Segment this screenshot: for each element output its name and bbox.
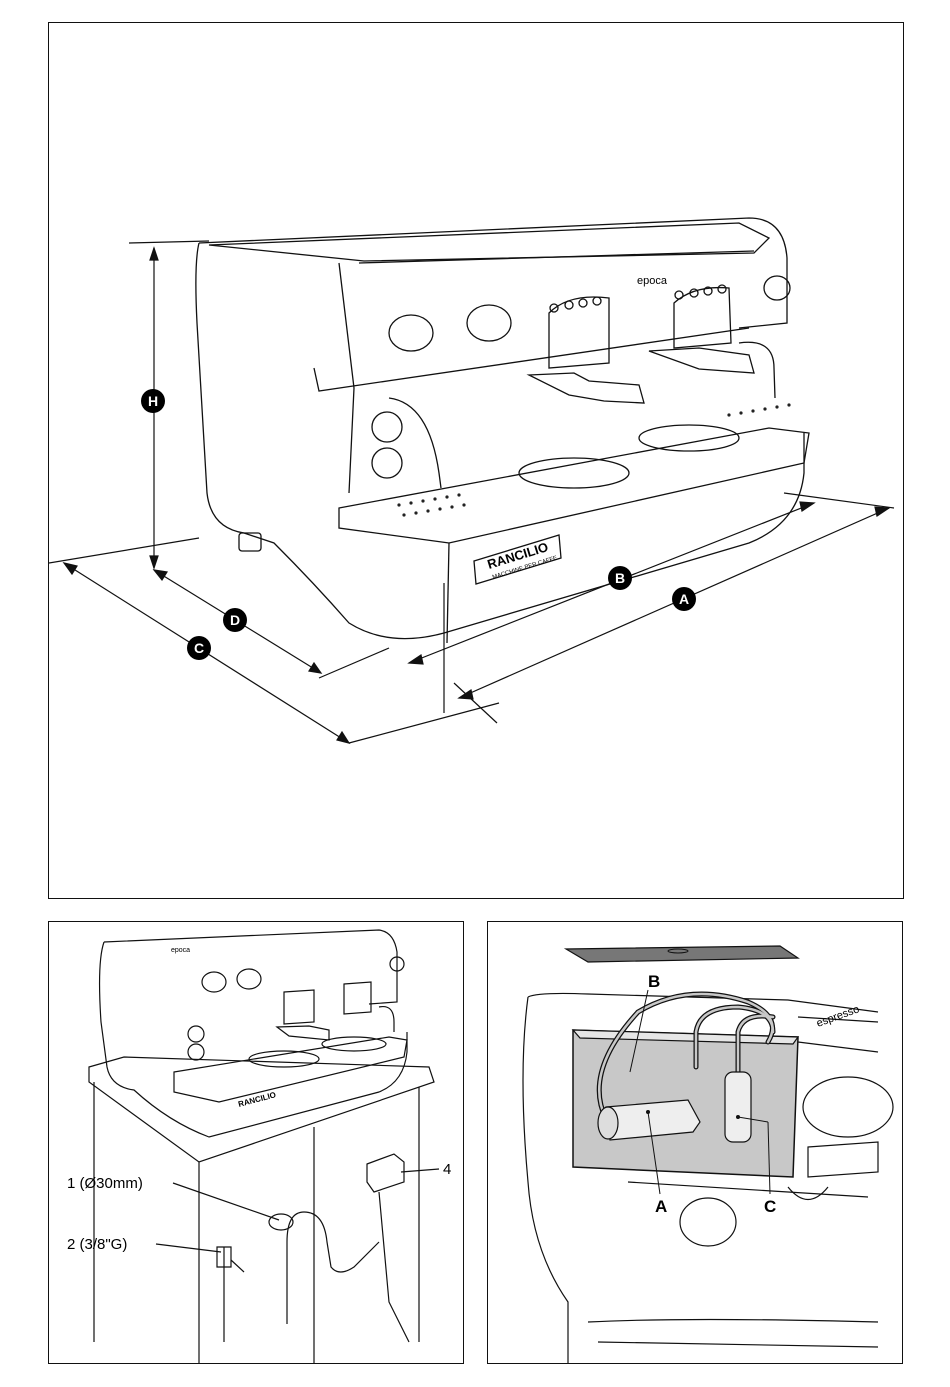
callout-electrical: 4 [443, 1161, 451, 1178]
svg-text:C: C [194, 640, 204, 656]
dimension-badge-a: A [672, 587, 696, 611]
water-tank-diagram-panel: espresso B A C [487, 921, 903, 1364]
callout-water-inlet: 2 (3/8"G) [67, 1236, 127, 1253]
svg-text:B: B [615, 570, 625, 586]
installation-drawing: epoca RANCILIO 1 (Ø30mm) 2 (3/8"G) 4 [49, 922, 464, 1364]
part-label-a: A [655, 1197, 667, 1216]
level-float [725, 1072, 751, 1142]
installation-diagram-panel: epoca RANCILIO 1 (Ø30mm) 2 (3/8"G) 4 [48, 921, 464, 1364]
dimension-badge-c: C [187, 636, 211, 660]
dimension-badge-h: H [141, 389, 165, 413]
callout-drain: 1 (Ø30mm) [67, 1175, 143, 1192]
water-tank-drawing: espresso B A C [488, 922, 903, 1364]
espresso-machine-dimensions-drawing: RANCILIO MACCHINE PER CAFFE epoca [49, 23, 904, 899]
model-name-text: epoca [171, 947, 190, 954]
dimension-badge-b: B [608, 566, 632, 590]
part-label-c: C [764, 1197, 776, 1216]
tank-lid [566, 946, 798, 962]
svg-text:A: A [679, 591, 689, 607]
svg-text:H: H [148, 393, 158, 409]
part-label-b: B [648, 972, 660, 991]
svg-text:D: D [230, 612, 240, 628]
brand-plate: RANCILIO MACCHINE PER CAFFE [474, 535, 561, 584]
dimensions-diagram-panel: RANCILIO MACCHINE PER CAFFE epoca [48, 22, 904, 899]
dimension-badge-d: D [223, 608, 247, 632]
model-name-text: epoca [637, 275, 668, 287]
